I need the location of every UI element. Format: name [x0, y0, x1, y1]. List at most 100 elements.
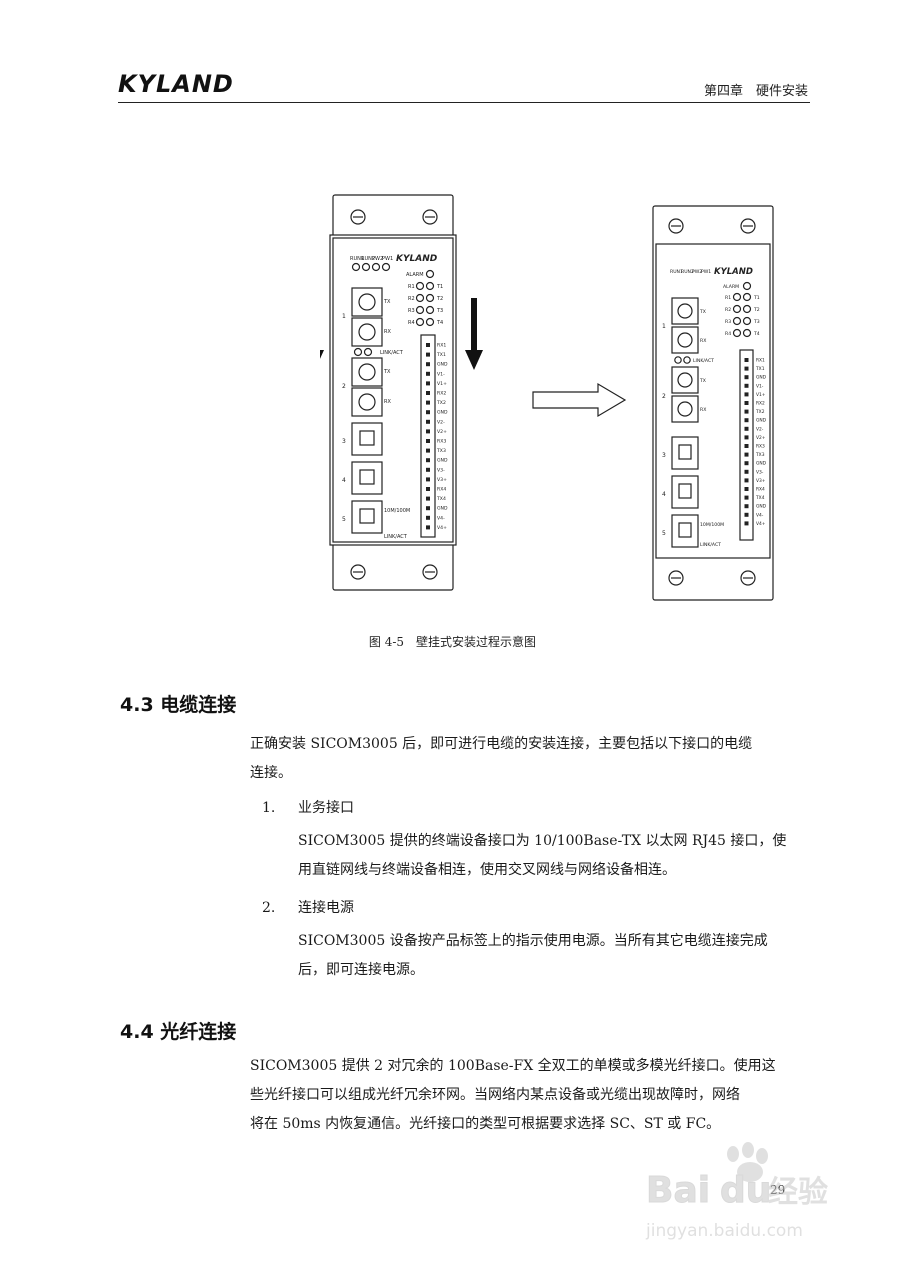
- paragraph: SICOM3005 提供 2 对冗余的 100Base-FX 全双工的单模或多模…: [250, 1052, 810, 1139]
- text-line: 将在 50ms 内恢复通信。光纤接口的类型可根据要求选择 SC、ST 或 FC。: [250, 1116, 721, 1132]
- terminal-pin: [426, 371, 430, 376]
- relay-label: R4: [408, 320, 415, 326]
- link-act-label: LINK/ACT: [380, 350, 404, 356]
- watermark-url: jingyan.baidu.com: [645, 1221, 803, 1241]
- terminal-label: TX3: [436, 448, 446, 454]
- led-label: PW1: [701, 269, 711, 275]
- text-line: 后，即可连接电源。: [298, 962, 424, 978]
- watermark-suffix: 经验: [768, 1175, 828, 1210]
- terminal-pin: [426, 439, 430, 443]
- text-line: 些光纤接口可以组成光纤冗余环网。当网络内某点设备或光缆出现故障时，网络: [250, 1087, 740, 1103]
- terminal-label: GND: [756, 461, 767, 467]
- terminal-label: V2-: [756, 426, 764, 432]
- terminal-pin: [744, 469, 749, 474]
- chapter-title: 第四章 硬件安装: [703, 84, 808, 99]
- port-number: 2: [662, 393, 666, 400]
- terminal-pin: [744, 375, 749, 380]
- rx-label: RX: [700, 338, 706, 344]
- relay-label: R2: [408, 296, 415, 302]
- terminal-label: GND: [437, 458, 448, 464]
- port-number: 4: [662, 491, 666, 498]
- port-number: 4: [342, 477, 346, 484]
- terminal-pin: [744, 444, 749, 448]
- text-line: 用直链网线与终端设备相连，使用交叉网线与网络设备相连。: [298, 862, 676, 878]
- terminal-label: RX4: [437, 487, 446, 493]
- terminal-pin: [426, 525, 430, 530]
- baidu-jingyan-watermark: Bai du 经验 jingyan.baidu.com: [645, 1142, 828, 1241]
- terminal-label: V1+: [437, 381, 447, 387]
- speed-label: 10M/100M: [384, 508, 410, 514]
- text-line: SICOM3005 设备按产品标签上的指示使用电源。当所有其它电缆连接完成: [298, 933, 768, 949]
- terminal-pin: [426, 400, 430, 405]
- terminal-pin: [426, 352, 430, 357]
- page-number: 29: [770, 1183, 786, 1197]
- terminal-pin: [426, 458, 430, 463]
- terminal-pin: [744, 401, 749, 405]
- section-heading-4-3: 4.3 电缆连接: [120, 694, 237, 716]
- terminal-pin: [426, 429, 430, 434]
- terminal-pin: [426, 448, 430, 453]
- terminal-label: V2-: [437, 419, 445, 425]
- terminal-pin: [744, 452, 749, 457]
- terminal-label: V2+: [756, 435, 766, 441]
- port-number: 3: [342, 438, 346, 445]
- list-item: 1. 业务接口: [262, 797, 354, 817]
- link-act-label: LINK/ACT: [700, 542, 721, 548]
- led-label: RUN2: [681, 269, 694, 275]
- paw-icon: [727, 1142, 768, 1182]
- terminal-label: V3-: [437, 467, 445, 473]
- terminal-pin: [744, 358, 749, 362]
- down-arrow-right: [465, 298, 483, 370]
- port-number: 2: [342, 383, 346, 390]
- terminal-pin: [426, 362, 430, 367]
- port-number: 3: [662, 452, 666, 459]
- tx-led-label: T1: [436, 284, 443, 290]
- terminal-label: TX1: [436, 352, 446, 358]
- port-number: 5: [342, 516, 346, 523]
- terminal-label: GND: [437, 410, 448, 416]
- terminal-pins-left: [426, 343, 430, 530]
- text-line: 正确安装 SICOM3005 后，即可进行电缆的安装连接，主要包括以下接口的电缆: [250, 736, 753, 752]
- figure-caption: 图 4-5 壁挂式安装过程示意图: [368, 635, 537, 649]
- terminal-label: V3+: [756, 478, 766, 484]
- terminal-pin: [744, 383, 749, 388]
- terminal-pin: [426, 487, 430, 491]
- speed-label: 10M/100M: [700, 522, 724, 528]
- device-before-mount: [329, 194, 457, 591]
- terminal-label: V4+: [756, 521, 766, 527]
- terminal-pin: [744, 392, 749, 397]
- alarm-label: ALARM: [723, 284, 739, 290]
- list-number: 1.: [262, 800, 276, 816]
- watermark-brand: Bai: [646, 1170, 710, 1211]
- terminal-pin: [744, 504, 749, 509]
- terminal-label: V4-: [756, 512, 764, 518]
- kyland-logo: KYLAND: [118, 70, 234, 98]
- relay-label: R3: [725, 319, 731, 325]
- process-arrow: [532, 382, 627, 418]
- rx-label: RX: [700, 407, 706, 413]
- terminal-pin: [744, 426, 749, 431]
- paragraph: SICOM3005 提供的终端设备接口为 10/100Base-TX 以太网 R…: [298, 827, 810, 885]
- terminal-label: TX2: [436, 400, 446, 406]
- terminal-pin: [426, 343, 430, 347]
- tx-led-label: T4: [753, 331, 760, 337]
- terminal-pin: [744, 366, 749, 371]
- terminal-label: GND: [756, 418, 767, 424]
- down-arrow-left: [320, 350, 324, 359]
- list-item: 2.连接电源: [262, 897, 354, 917]
- terminal-pin: [426, 506, 430, 511]
- rx-label: RX: [384, 329, 391, 335]
- list-title: 连接电源: [298, 900, 354, 916]
- terminal-pin: [744, 512, 749, 517]
- terminal-label: RX4: [756, 487, 765, 493]
- terminal-label: V2+: [437, 429, 447, 435]
- tx-label: TX: [699, 309, 706, 315]
- led-label: PW2: [692, 269, 702, 275]
- tx-led-label: T1: [753, 295, 760, 301]
- tx-led-label: T4: [436, 320, 443, 326]
- terminal-label: V3-: [756, 469, 764, 475]
- led-label: PW2: [372, 256, 383, 262]
- terminal-label: RX3: [437, 439, 446, 445]
- terminal-label: TX3: [755, 452, 765, 458]
- list-title: 业务接口: [298, 800, 354, 816]
